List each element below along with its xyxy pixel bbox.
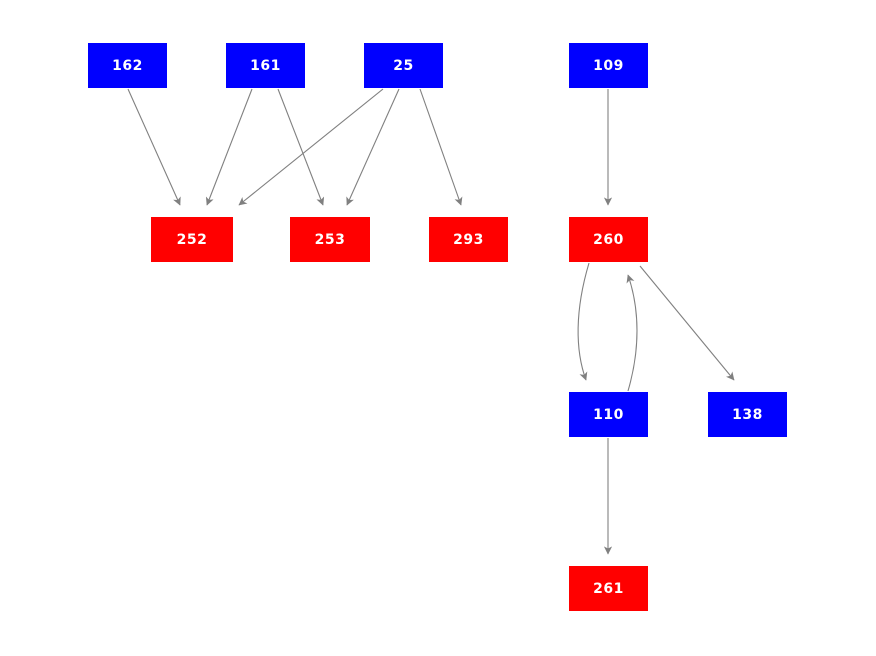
edge-110-to-260 [626,274,638,392]
node-161[interactable]: 161 [226,43,305,88]
edge-161-to-252 [205,88,253,206]
node-label-260: 260 [593,231,624,248]
node-label-109: 109 [593,57,624,74]
node-label-293: 293 [453,231,484,248]
node-162[interactable]: 162 [88,43,167,88]
node-25[interactable]: 25 [364,43,443,88]
edge-260-to-110 [577,262,590,381]
node-138[interactable]: 138 [708,392,787,437]
node-label-253: 253 [314,231,346,248]
node-label-161: 161 [250,57,281,74]
node-253[interactable]: 253 [290,217,370,262]
node-label-138: 138 [732,406,763,423]
edge-260-to-138 [639,265,735,381]
edge-25-to-252 [238,88,384,206]
edge-25-to-253 [346,88,400,206]
node-label-252: 252 [176,231,208,248]
node-293[interactable]: 293 [429,217,508,262]
edge-161-to-253 [277,88,325,206]
node-110[interactable]: 110 [569,392,648,437]
node-label-110: 110 [593,406,624,423]
node-260[interactable]: 260 [569,217,648,262]
node-252[interactable]: 252 [151,217,233,262]
edge-25-to-293 [419,88,463,206]
edges-group [127,88,735,555]
node-label-162: 162 [112,57,143,74]
edge-162-to-252 [127,88,181,206]
node-109[interactable]: 109 [569,43,648,88]
node-label-261: 261 [593,580,624,597]
node-261[interactable]: 261 [569,566,648,611]
node-label-25: 25 [393,57,414,74]
